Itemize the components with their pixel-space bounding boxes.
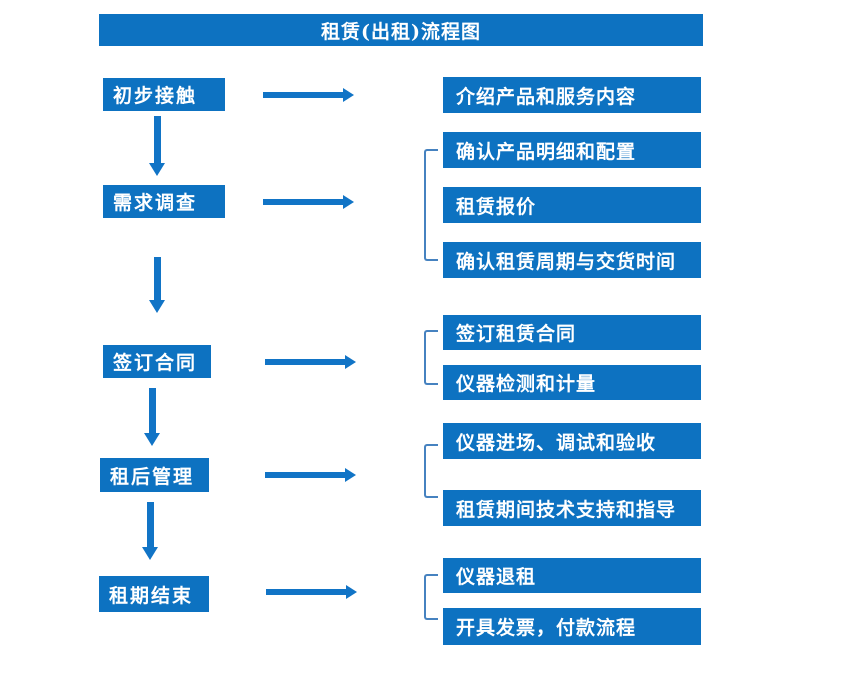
arrow-head [142,547,158,560]
arrow-head [149,163,165,176]
flowchart-title-bar: 租赁(出租)流程图 [99,14,703,46]
arrow-shaft [266,589,347,595]
arrow-head [346,585,357,599]
right-arrow-icon [265,468,356,482]
arrow-head [144,433,160,446]
group-bracket [424,330,438,385]
down-arrow-icon [142,502,159,560]
step-label: 需求调查 [113,192,198,214]
detail-label: 签订租赁合同 [456,323,577,345]
detail-label: 租赁期间技术支持和指导 [456,498,677,521]
arrow-head [345,355,356,369]
detail-box: 确认租赁周期与交货时间 [443,242,701,278]
arrow-shaft [154,257,161,301]
detail-label: 仪器进场、调试和验收 [456,431,657,454]
step-label: 租期结束 [109,584,194,607]
right-arrow-icon [263,195,354,209]
detail-box: 开具发票，付款流程 [443,608,701,645]
detail-label: 确认产品明细和配置 [456,140,637,163]
group-bracket [424,149,438,261]
step-sign-contract: 签订合同 [103,345,211,378]
step-label: 初步接触 [113,85,198,107]
right-arrow-icon [263,88,354,102]
step-label: 签订合同 [113,352,198,374]
detail-box: 仪器退租 [443,558,701,593]
detail-box: 仪器进场、调试和验收 [443,423,701,459]
arrow-head [345,468,356,482]
flowchart-title: 租赁(出租)流程图 [321,20,481,43]
right-arrow-icon [266,585,357,599]
detail-box: 签订租赁合同 [443,315,701,350]
arrow-shaft [265,472,346,478]
step-rental-end: 租期结束 [99,576,209,612]
step-label: 租后管理 [110,465,195,488]
detail-box: 租赁期间技术支持和指导 [443,490,701,526]
arrow-shaft [147,502,154,548]
detail-label: 仪器退租 [456,566,537,588]
down-arrow-icon [144,388,161,446]
arrow-shaft [154,116,161,164]
down-arrow-icon [149,116,166,176]
detail-box: 确认产品明细和配置 [443,132,701,168]
detail-label: 仪器检测和计量 [456,373,597,395]
arrow-shaft [265,359,346,365]
arrow-shaft [263,92,344,98]
detail-box: 租赁报价 [443,187,701,223]
down-arrow-icon [149,257,166,313]
detail-label: 租赁报价 [456,195,537,218]
right-arrow-icon [265,355,356,369]
group-bracket [424,574,438,620]
step-post-rental-management: 租后管理 [100,458,209,492]
arrow-shaft [149,388,156,434]
group-bracket [424,444,438,498]
detail-label: 开具发票，付款流程 [456,617,637,639]
arrow-head [343,195,354,209]
detail-label: 确认租赁周期与交货时间 [456,250,677,273]
step-demand-survey: 需求调查 [103,185,225,218]
detail-box: 仪器检测和计量 [443,365,701,400]
detail-box: 介绍产品和服务内容 [443,77,701,113]
arrow-head [149,300,165,313]
arrow-shaft [263,199,344,205]
step-initial-contact: 初步接触 [103,78,225,111]
arrow-head [343,88,354,102]
detail-label: 介绍产品和服务内容 [456,85,637,108]
